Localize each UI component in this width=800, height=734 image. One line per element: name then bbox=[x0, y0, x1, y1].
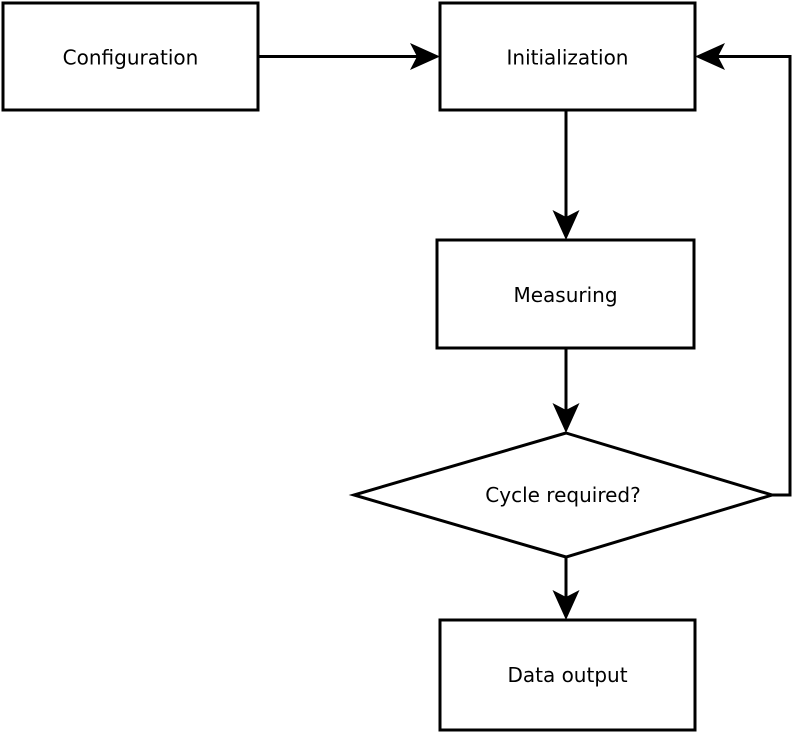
edge-initialization-measuring bbox=[552, 110, 580, 240]
arrowhead-down-icon bbox=[552, 403, 580, 433]
node-data-output-box bbox=[438, 618, 697, 732]
node-measuring-label: Measuring bbox=[513, 283, 617, 307]
node-initialization-label: Initialization bbox=[507, 46, 629, 70]
edge-cycle-required-data-output bbox=[552, 557, 580, 620]
node-configuration: Configuration bbox=[1, 1, 260, 112]
arrowhead-right-icon bbox=[410, 43, 440, 70]
edge-configuration-initialization bbox=[258, 43, 440, 70]
node-measuring-box bbox=[435, 238, 696, 350]
arrowhead-down-icon bbox=[552, 590, 580, 620]
node-configuration-box bbox=[1, 1, 260, 112]
node-data-output: Data output bbox=[438, 618, 697, 732]
node-data-output-label: Data output bbox=[507, 663, 627, 687]
node-cycle-required-label: Cycle required? bbox=[485, 483, 640, 507]
edge-cycle-required-initialization-loop bbox=[695, 43, 792, 497]
edge-loop-line bbox=[718, 55, 792, 497]
node-measuring: Measuring bbox=[435, 238, 696, 350]
node-initialization-box bbox=[438, 1, 697, 112]
edge-measuring-cycle-required bbox=[552, 348, 580, 433]
node-cycle-required: Cycle required? bbox=[348, 431, 778, 559]
node-configuration-label: Configuration bbox=[63, 46, 199, 70]
arrowhead-left-icon bbox=[695, 43, 725, 70]
node-initialization: Initialization bbox=[438, 1, 697, 112]
node-cycle-required-diamond bbox=[348, 431, 778, 559]
arrowhead-down-icon bbox=[552, 210, 580, 240]
